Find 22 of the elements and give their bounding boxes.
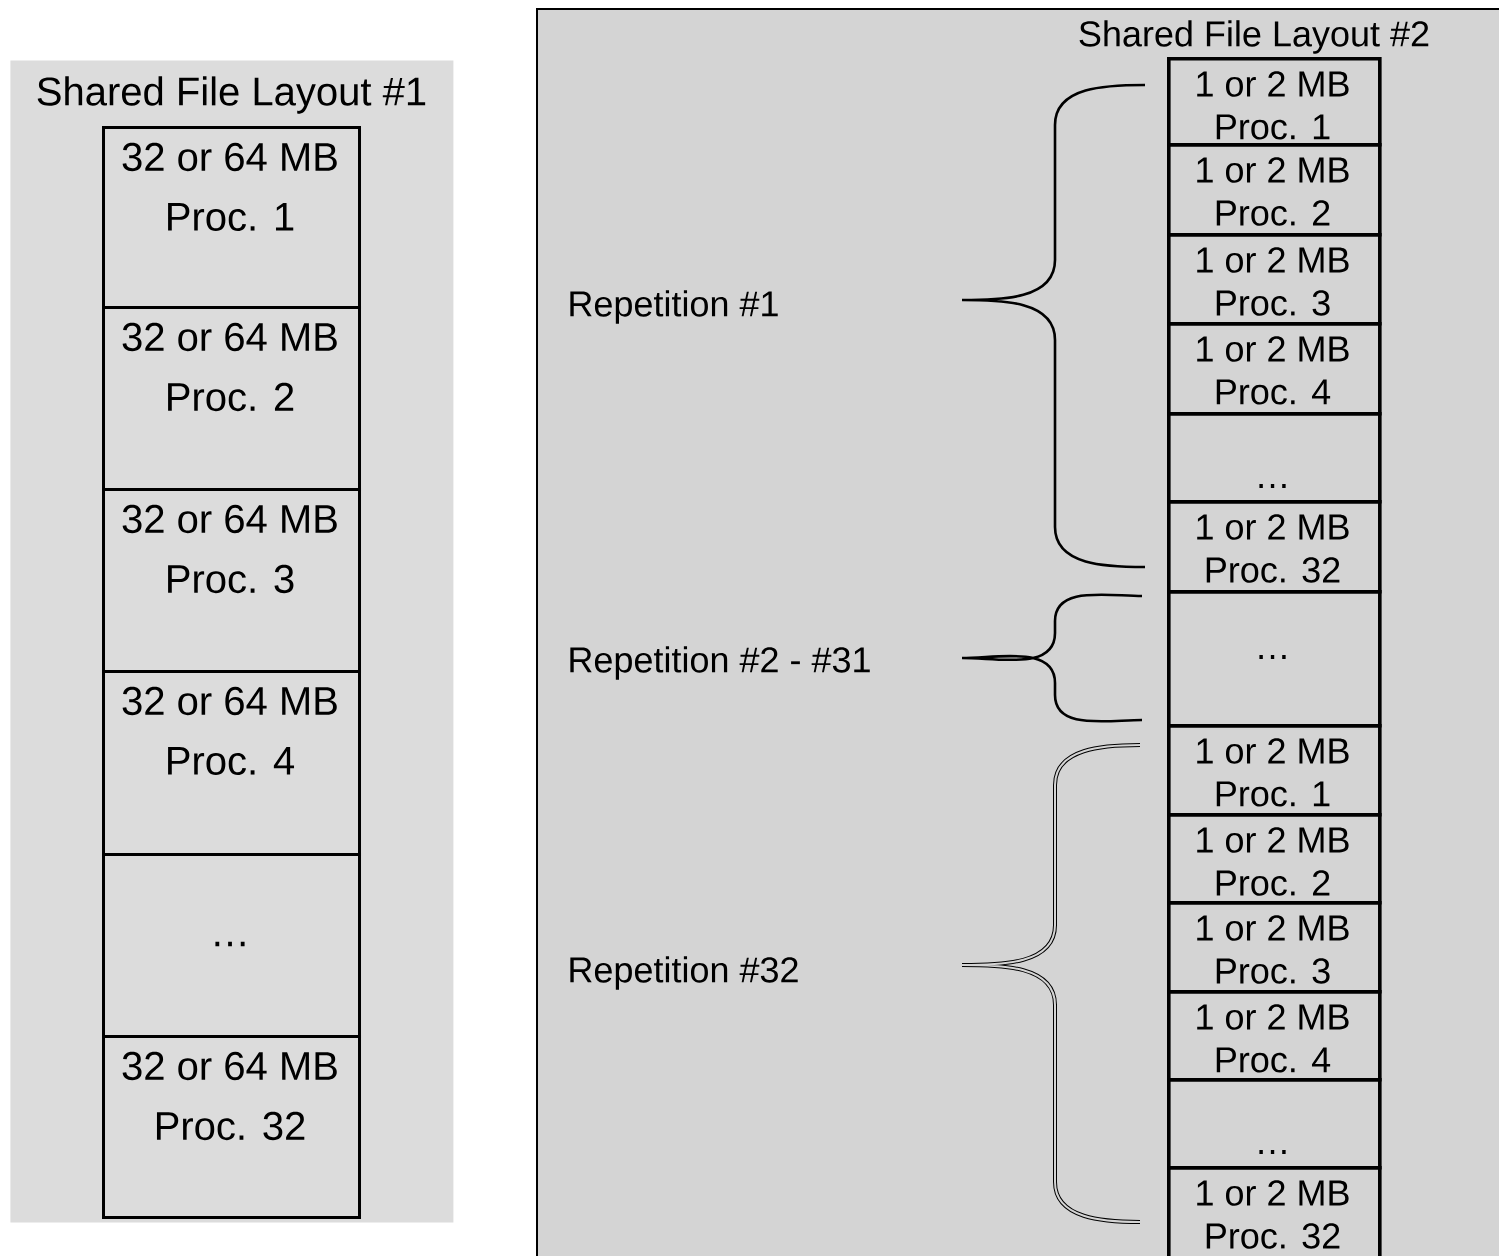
memory-block: 1 or 2 MB Proc. 2 bbox=[1167, 813, 1382, 905]
repetition-label: Repetition #32 bbox=[570, 956, 798, 990]
memory-block: 1 or 2 MB Proc. 4 bbox=[1167, 322, 1382, 416]
memory-block: 32 or 64 MB Proc. 4 bbox=[102, 670, 361, 856]
memory-block: … bbox=[1167, 1078, 1382, 1170]
memory-block: 1 or 2 MB Proc. 2 bbox=[1167, 143, 1382, 237]
memory-block: 1 or 2 MB Proc. 1 bbox=[1167, 724, 1382, 817]
memory-block: 1 or 2 MB Proc. 3 bbox=[1167, 901, 1382, 994]
memory-block: 1 or 2 MB Proc. 4 bbox=[1167, 990, 1382, 1082]
repetition-label: Repetition #1 bbox=[570, 290, 778, 324]
memory-block: … bbox=[1167, 412, 1382, 504]
repetition-label: Repetition #2 - #31 bbox=[570, 646, 870, 680]
memory-block: … bbox=[102, 853, 361, 1038]
memory-block: 32 or 64 MB Proc. 2 bbox=[102, 306, 361, 491]
memory-block: 32 or 64 MB Proc. 3 bbox=[102, 488, 361, 673]
memory-block: 1 or 2 MB Proc. 3 bbox=[1167, 233, 1382, 326]
memory-block: 1 or 2 MB Proc. 1 bbox=[1167, 57, 1382, 147]
memory-block: 32 or 64 MB Proc. 32 bbox=[102, 1035, 361, 1219]
memory-block: 1 or 2 MB Proc. 32 bbox=[1167, 500, 1382, 594]
memory-block: … bbox=[1167, 590, 1382, 728]
memory-block: 32 or 64 MB Proc. 1 bbox=[102, 126, 361, 309]
memory-block: 1 or 2 MB Proc. 32 bbox=[1167, 1166, 1382, 1256]
